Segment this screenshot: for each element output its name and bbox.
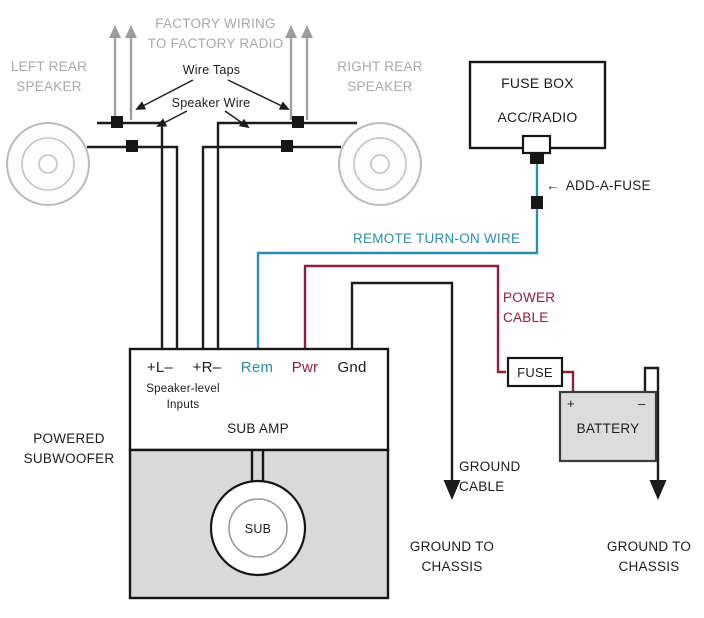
sub-label: SUB bbox=[244, 522, 272, 536]
battery-ground-wire bbox=[643, 366, 667, 500]
right-speaker-icon bbox=[338, 122, 422, 206]
add-a-fuse-connector bbox=[530, 153, 544, 164]
speaker-wire-label: Speaker Wire bbox=[171, 96, 251, 110]
amp-input-ground: Gnd bbox=[337, 359, 367, 376]
remote-wire-connector bbox=[531, 196, 543, 209]
remote-turn-on-label: REMOTE TURN-ON WIRE bbox=[353, 231, 521, 246]
amp-input-left: +L– bbox=[146, 359, 174, 376]
powered-subwoofer-label: POWERED SUBWOOFER bbox=[23, 431, 115, 466]
fuse-slot bbox=[521, 134, 552, 155]
power-cable-wire bbox=[303, 264, 575, 392]
left-rear-speaker-label: LEFT REAR SPEAKER bbox=[10, 59, 88, 94]
sub-cone-outer bbox=[209, 479, 307, 577]
left-arrow-icon: ← bbox=[546, 178, 560, 193]
amp-box bbox=[128, 347, 390, 452]
ground-cable-wire bbox=[350, 281, 461, 500]
fuse-box-circuit-label: ACC/RADIO bbox=[497, 109, 578, 125]
factory-wiring-arrows-icon bbox=[109, 25, 313, 120]
label-pointer-arrows bbox=[135, 79, 290, 129]
power-cable-label: POWER CABLE bbox=[503, 290, 556, 325]
speaker-level-inputs-label: Speaker-level Inputs bbox=[146, 383, 220, 412]
factory-wiring-label: FACTORY WIRING TO FACTORY RADIO bbox=[147, 16, 284, 51]
sub-connector-lines bbox=[250, 451, 265, 482]
right-rear-speaker-label: RIGHT REAR SPEAKER bbox=[337, 59, 423, 94]
battery-plus-terminal: + bbox=[567, 396, 575, 411]
amp-input-power: Pwr bbox=[291, 359, 319, 376]
battery-box bbox=[558, 390, 658, 463]
wire-tap-connectors bbox=[111, 116, 304, 152]
sub-cone-inner bbox=[228, 498, 288, 558]
amp-input-right: +R– bbox=[192, 359, 222, 376]
ground-to-chassis-amp-label: GROUND TO CHASSIS bbox=[409, 539, 495, 574]
sub-amp-title: SUB AMP bbox=[227, 421, 289, 436]
inline-fuse-label: FUSE bbox=[517, 365, 553, 380]
wire-taps-label: Wire Taps bbox=[182, 63, 241, 77]
battery-label: BATTERY bbox=[576, 421, 640, 436]
ground-to-chassis-battery-label: GROUND TO CHASSIS bbox=[606, 539, 692, 574]
fuse-box-title: FUSE BOX bbox=[501, 75, 574, 91]
ground-cable-label: GROUND CABLE bbox=[459, 459, 521, 494]
amp-input-remote: Rem bbox=[240, 359, 274, 376]
battery-minus-terminal: – bbox=[638, 396, 646, 411]
speaker-wires bbox=[87, 121, 357, 350]
left-speaker-icon bbox=[6, 122, 90, 206]
inline-fuse-box bbox=[506, 356, 564, 388]
add-a-fuse-label: ←ADD-A-FUSE bbox=[546, 176, 651, 196]
